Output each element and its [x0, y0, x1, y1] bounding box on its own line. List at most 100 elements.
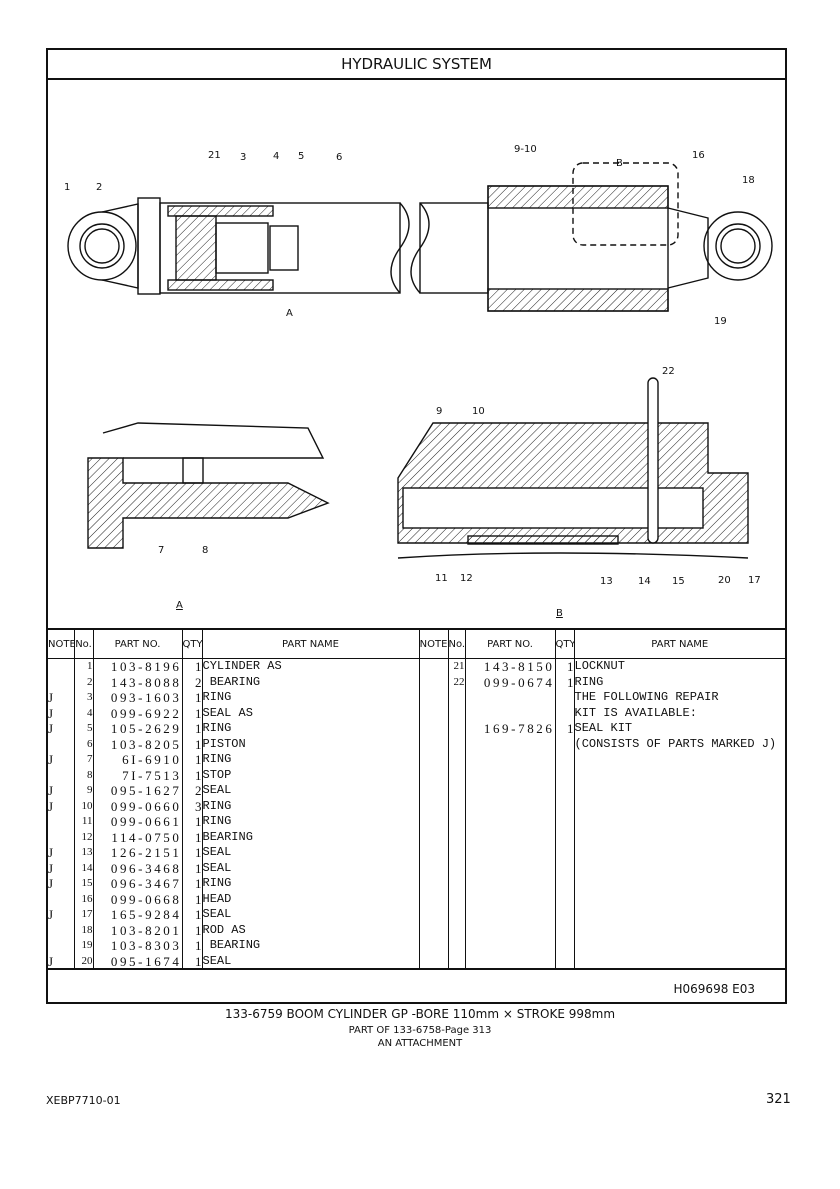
cell-part-no	[465, 876, 556, 892]
parts-table: NOTE No. PART NO. QTY PART NAME NOTE No.…	[48, 630, 785, 969]
cell-no	[448, 721, 466, 737]
cell-qty: 1	[182, 860, 203, 876]
cell-note	[419, 922, 449, 938]
cell-name	[574, 830, 785, 846]
callout-16: 16	[692, 150, 705, 161]
cell-note	[48, 736, 75, 752]
cell-no	[448, 783, 466, 799]
cell-note	[419, 721, 449, 737]
cell-part-no	[465, 705, 556, 721]
cell-part-no	[465, 783, 556, 799]
cell-note	[419, 860, 449, 876]
cell-name: SEAL KIT	[574, 721, 633, 736]
cell-qty: 1	[182, 752, 203, 768]
cell-part-no	[465, 752, 556, 768]
cell-no: 2	[74, 674, 94, 690]
header-qty: QTY	[182, 630, 203, 659]
cell-name	[574, 861, 785, 877]
cell-name: BEARING	[202, 829, 420, 845]
callout-11: 11	[435, 573, 448, 584]
cell-part-no: 143-8150	[465, 658, 556, 675]
cell-name	[574, 845, 785, 861]
cell-no: 3	[74, 690, 94, 706]
header-part-no-right: PART NO.	[465, 630, 556, 659]
cell-no	[448, 907, 466, 923]
callout-9-10: 9-10	[514, 144, 537, 155]
table-header-row: NOTE No. PART NO. QTY PART NAME NOTE No.…	[48, 630, 785, 659]
cell-name: LOCKNUT	[574, 659, 625, 674]
cell-no	[448, 814, 466, 830]
cell-note	[419, 798, 449, 814]
callout-1: 1	[64, 182, 70, 193]
cell-part-no	[465, 814, 556, 830]
parts-page-frame: HYDRAULIC SYSTEM	[46, 48, 787, 1004]
header-no-right: No.	[448, 630, 466, 659]
cell-no	[448, 767, 466, 783]
cell-name: RING	[202, 876, 420, 892]
callout-6: 6	[336, 152, 342, 163]
cell-note	[419, 736, 449, 752]
detail-a-view	[87, 422, 330, 549]
cell-qty: 1	[555, 674, 575, 690]
header-qty-right: QTY	[555, 630, 575, 659]
cell-no	[448, 860, 466, 876]
cell-part-no	[465, 690, 556, 706]
cell-part-no: 096-3468	[93, 860, 183, 876]
cell-name	[574, 814, 785, 830]
cell-qty: 2	[182, 674, 203, 690]
caption-part-of: PART OF 133-6758-Page 313	[348, 1025, 492, 1036]
cell-note: J	[48, 845, 75, 861]
cell-part-no	[465, 736, 556, 752]
cell-no	[448, 922, 466, 938]
header-part-name-right: PART NAME	[574, 630, 785, 659]
cell-name	[574, 799, 785, 815]
cell-no	[448, 953, 466, 969]
header-part-name: PART NAME	[202, 630, 420, 659]
cell-note: J	[48, 876, 75, 892]
callout-19: 19	[714, 316, 727, 327]
cell-note	[419, 783, 449, 799]
cell-no	[448, 891, 466, 907]
cell-part-no: 126-2151	[93, 845, 183, 861]
cell-qty	[555, 783, 575, 799]
cell-part-no: 7I-7513	[93, 767, 183, 783]
cell-part-no: 165-9284	[93, 907, 183, 923]
cell-note: J	[48, 783, 75, 799]
cell-no: 13	[74, 845, 94, 861]
page-number: 321	[766, 1092, 791, 1107]
cell-qty: 1	[182, 767, 203, 783]
cell-name: (CONSISTS OF PARTS MARKED J)	[574, 736, 777, 751]
cell-qty: 1	[182, 845, 203, 861]
cell-qty: 1	[182, 690, 203, 706]
cell-part-no: 099-0668	[93, 891, 183, 907]
cell-note	[419, 891, 449, 907]
cell-no: 14	[74, 860, 94, 876]
callout-13: 13	[600, 576, 613, 587]
cylinder-illustration: 1 2 21 3 4 5 6 9-10 B 16 18 19 A 7 8 9 1…	[64, 144, 773, 619]
header-part-no: PART NO.	[93, 630, 183, 659]
cell-qty: 1	[182, 721, 203, 737]
cell-qty: 1	[182, 736, 203, 752]
cell-note: J	[48, 907, 75, 923]
cell-qty	[555, 953, 575, 969]
cell-qty	[555, 798, 575, 814]
callout-7: 7	[158, 545, 164, 556]
cell-qty	[555, 705, 575, 721]
callout-22: 22	[662, 366, 675, 377]
cell-part-no: 099-0661	[93, 814, 183, 830]
cell-name: THE FOLLOWING REPAIR	[574, 690, 719, 705]
cell-name	[574, 907, 785, 923]
cell-no: 9	[74, 783, 94, 799]
cell-name: SEAL	[202, 953, 420, 969]
cell-note: J	[48, 690, 75, 706]
callout-8: 8	[202, 545, 208, 556]
cell-part-no: 105-2629	[93, 721, 183, 737]
cell-note: J	[48, 860, 75, 876]
